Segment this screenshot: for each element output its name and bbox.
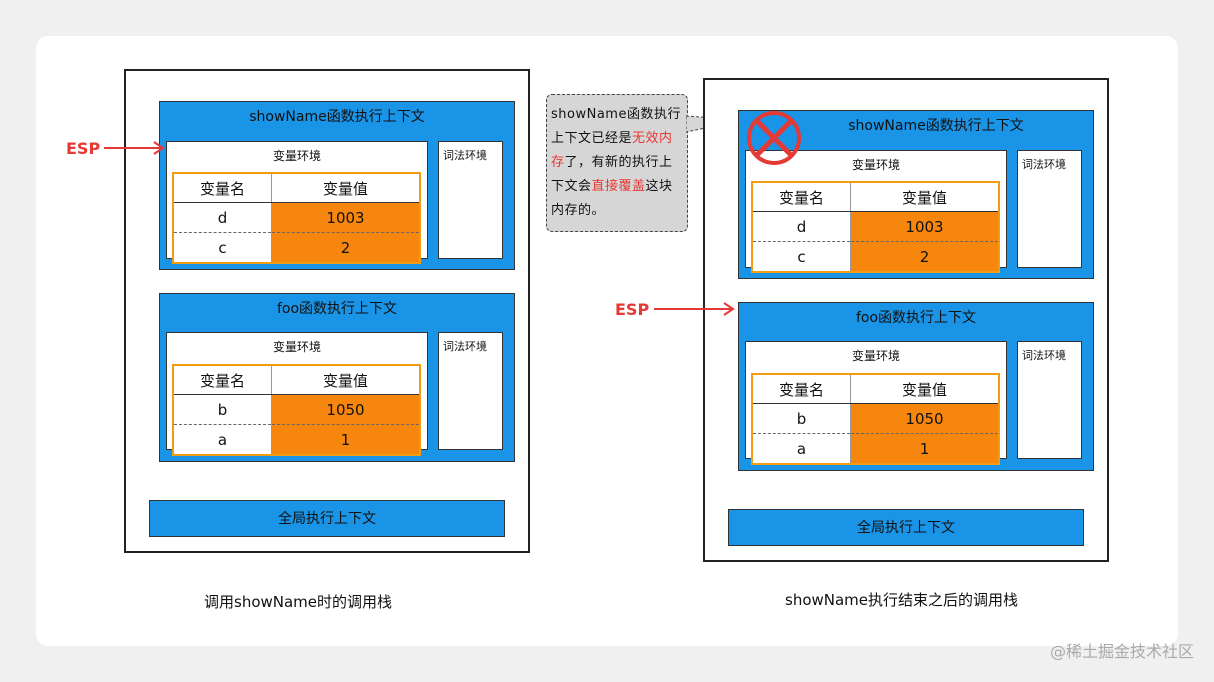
var-value: 2	[271, 232, 421, 263]
note-text-red: 无效内存	[551, 131, 673, 170]
context-title: showName函数执行上下文	[249, 109, 425, 125]
context-title: foo函数执行上下文	[855, 310, 977, 326]
var-name: a	[173, 424, 272, 455]
context-title: foo函数执行上下文	[276, 301, 398, 317]
col-name-header: 变量名	[752, 374, 851, 404]
var-value: 2	[850, 241, 1000, 272]
var-value: 1	[271, 424, 421, 455]
var-value: 1003	[850, 211, 1000, 242]
note-text: 这块内存的。	[551, 179, 673, 218]
left-showname-lex-env: 词法环境	[438, 141, 503, 259]
left-foo-lex-env: 词法环境	[438, 332, 503, 450]
lex-env-title: 词法环境	[443, 340, 487, 353]
note-text: 了，有新的执行上下文会	[551, 155, 673, 194]
left-global-context: 全局执行上下文	[149, 500, 505, 537]
left-esp-label: ESP	[66, 139, 101, 158]
col-name-header: 变量名	[173, 173, 272, 203]
note-callout: showName函数执行上下文已经是无效内存了，有新的执行上下文会直接覆盖这块内…	[546, 94, 688, 232]
var-name: b	[173, 394, 272, 425]
lex-env-title: 词法环境	[1022, 349, 1066, 362]
col-value-header: 变量值	[850, 182, 1000, 212]
var-env-title: 变量环境	[272, 149, 321, 163]
left-caption: 调用showName时的调用栈	[204, 593, 393, 611]
right-showname-lex-env: 词法环境	[1017, 150, 1082, 268]
col-value-header: 变量值	[271, 173, 421, 203]
var-name: c	[752, 241, 851, 272]
var-value: 1050	[850, 403, 1000, 434]
var-value: 1	[850, 433, 1000, 464]
note-text: showName函数执行上下文已经是	[551, 107, 681, 146]
var-value: 1003	[271, 202, 421, 233]
left-esp-arrow	[104, 141, 165, 155]
var-name: b	[752, 403, 851, 434]
lex-env-title: 词法环境	[443, 149, 487, 162]
right-caption: showName执行结束之后的调用栈	[785, 591, 1019, 609]
col-name-header: 变量名	[173, 365, 272, 395]
var-name: d	[173, 202, 272, 233]
right-esp-label: ESP	[615, 300, 650, 319]
var-value: 1050	[271, 394, 421, 425]
context-title: showName函数执行上下文	[848, 118, 1024, 134]
var-env-title: 变量环境	[272, 340, 321, 354]
right-esp-arrow	[654, 302, 735, 316]
note-text-red: 直接覆盖	[591, 179, 646, 194]
col-value-header: 变量值	[271, 365, 421, 395]
col-value-header: 变量值	[850, 374, 1000, 404]
var-name: d	[752, 211, 851, 242]
var-name: a	[752, 433, 851, 464]
invalid-x-icon	[747, 111, 801, 165]
lex-env-title: 词法环境	[1022, 158, 1066, 171]
col-name-header: 变量名	[752, 182, 851, 212]
var-name: c	[173, 232, 272, 263]
var-env-title: 变量环境	[851, 349, 900, 363]
watermark: @稀土掘金技术社区	[1049, 642, 1194, 661]
right-global-context: 全局执行上下文	[728, 509, 1084, 546]
var-env-title: 变量环境	[851, 158, 900, 172]
right-foo-lex-env: 词法环境	[1017, 341, 1082, 459]
